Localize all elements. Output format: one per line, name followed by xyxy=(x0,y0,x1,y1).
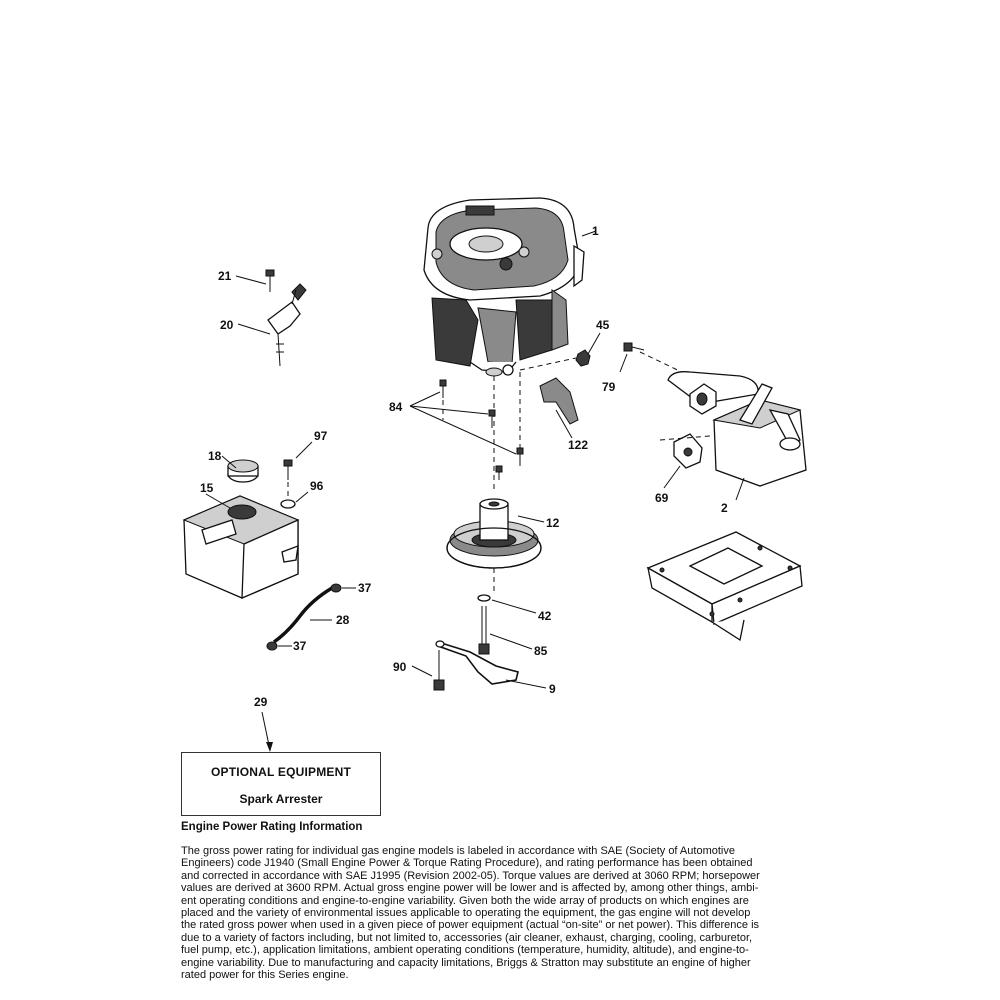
engine-pulley xyxy=(446,498,542,569)
rating-line: the rated gross power when used in a giv… xyxy=(181,919,760,932)
callout-12: 12 xyxy=(546,516,560,530)
callout-96: 96 xyxy=(310,479,324,493)
tank-washer xyxy=(280,499,296,509)
callout-45: 45 xyxy=(596,318,610,332)
engine xyxy=(423,197,585,377)
callout-20: 20 xyxy=(220,318,234,332)
rating-line: engine variability. Due to manufacturing… xyxy=(181,956,751,969)
heat-shield-bracket xyxy=(539,377,579,425)
nut xyxy=(575,349,591,367)
callout-97: 97 xyxy=(314,429,328,443)
optional-equipment-title: OPTIONAL EQUIPMENT xyxy=(210,765,352,779)
throttle-control-bracket xyxy=(265,269,307,367)
rating-line: placed and the variety of environmental … xyxy=(181,907,751,920)
rating-line: values are derived at 3600 RPM. Actual g… xyxy=(181,882,759,895)
callout-90: 90 xyxy=(393,660,407,674)
tank-bolt xyxy=(283,459,293,467)
callout-15: 15 xyxy=(200,481,214,495)
hose-clamp xyxy=(266,641,278,651)
callout-79: 79 xyxy=(602,380,616,394)
rating-info-title: Engine Power Rating Information xyxy=(181,821,363,833)
callout-85: 85 xyxy=(534,644,548,658)
exploded-parts-diagram: 1 84 122 45 79 2 69 xyxy=(182,197,807,752)
callout-37-bottom: 37 xyxy=(293,639,307,653)
fuel-cap xyxy=(227,459,259,483)
belt-guide xyxy=(437,640,519,685)
pulley-bolt xyxy=(478,606,490,655)
belt-guide-bolt xyxy=(433,650,445,691)
fuel-tank xyxy=(182,495,300,600)
optional-equipment-item: Spark Arrester xyxy=(239,792,323,806)
engine-bolts xyxy=(439,379,524,480)
callout-2: 2 xyxy=(721,501,728,515)
callout-69: 69 xyxy=(655,491,669,505)
callout-9: 9 xyxy=(549,682,556,696)
fuel-line xyxy=(272,586,333,644)
callout-42: 42 xyxy=(538,609,552,623)
rating-line: The gross power rating for individual ga… xyxy=(181,845,735,857)
callout-122: 122 xyxy=(568,438,588,452)
rating-line: ent operating conditions and engine-to-e… xyxy=(181,894,749,907)
rating-line: rated power for this Series engine. xyxy=(181,969,349,982)
muffler-bolt xyxy=(623,342,645,352)
callout-84: 84 xyxy=(389,400,403,414)
rating-line: Engineers) code J1940 (Small Engine Powe… xyxy=(181,857,753,870)
engine-mount-plate xyxy=(646,531,803,642)
callout-28: 28 xyxy=(336,613,350,627)
pulley-washer xyxy=(477,594,491,602)
optional-equipment-box: OPTIONAL EQUIPMENT Spark Arrester xyxy=(181,752,381,816)
rating-line: and corrected in accordance with SAE J19… xyxy=(181,869,760,882)
rating-line: fuel pump, etc.), application limitation… xyxy=(181,944,749,957)
rating-line: due to a variety of factors including, b… xyxy=(181,931,753,944)
callout-18: 18 xyxy=(208,449,222,463)
rating-info-body: The gross power rating for individual ga… xyxy=(181,845,811,981)
callout-29: 29 xyxy=(254,695,268,709)
muffler xyxy=(667,371,807,487)
hose-clamp xyxy=(330,583,342,593)
callout-21: 21 xyxy=(218,269,232,283)
callout-1: 1 xyxy=(592,224,599,238)
callout-37-top: 37 xyxy=(358,581,372,595)
